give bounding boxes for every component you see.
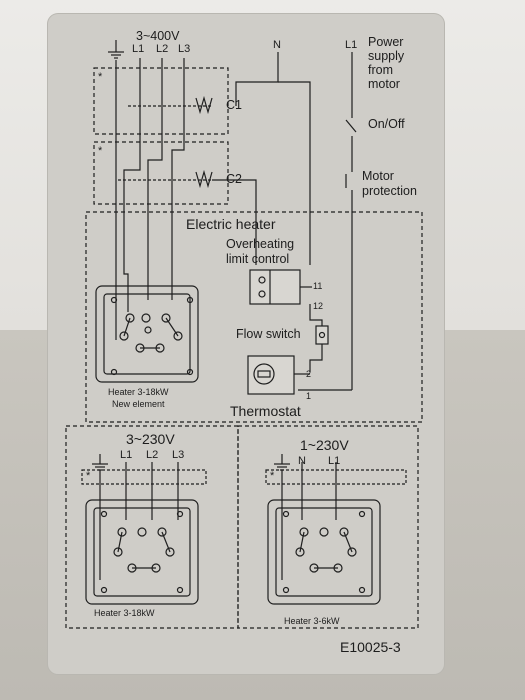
flow-switch-device: [309, 304, 329, 372]
wiring-label-sheet: [48, 14, 444, 674]
electric-heater-label: Electric heater: [186, 216, 276, 232]
wires-to-heater: [115, 60, 257, 340]
control-line-l1: [298, 52, 357, 391]
contactor-c1-box: [93, 67, 229, 135]
overheating-line-1: Overheating: [226, 237, 295, 251]
on-off-label: On/Off: [368, 117, 405, 131]
heater-new-line-1: Heater 3-18kW: [108, 387, 169, 397]
terminal-12-label: 12: [313, 301, 324, 311]
power-supply-line-2: supply: [368, 49, 405, 63]
heater-new-line-2: New element: [112, 399, 165, 409]
bl-heater-label: Heater 3-18kW: [94, 608, 155, 618]
star-note-2: *: [98, 145, 103, 157]
ground-symbol-top: [108, 40, 124, 59]
neutral-line: [235, 52, 311, 265]
bl-l2-label: L2: [146, 449, 159, 461]
wires-br: [281, 462, 337, 580]
supply-lines-3ph: [139, 58, 185, 100]
part-number: E10025-3: [340, 639, 401, 655]
contactor-c2-box: [93, 141, 229, 205]
motor-protection-line-2: protection: [362, 184, 417, 198]
bl-star-note: *: [86, 470, 91, 482]
overheating-limit-control-device: [249, 269, 312, 305]
power-supply-line-1: Power: [368, 35, 404, 49]
section-3-230v-frame: [65, 425, 239, 629]
heater-element-main: [95, 285, 199, 383]
br-n-label: N: [298, 455, 306, 467]
contactor-c1-label: C1: [226, 98, 242, 112]
l3-label: L3: [178, 43, 191, 55]
electric-heater-frame: [85, 211, 423, 423]
terminal-2-label: 2: [306, 369, 312, 379]
l1-label: L1: [132, 43, 145, 55]
wires-bl: [99, 462, 179, 580]
overheating-line-2: limit control: [226, 252, 290, 266]
br-l1-label: L1: [328, 455, 341, 467]
bl-l3-label: L3: [172, 449, 185, 461]
contactor-c2-contacts: [118, 169, 213, 189]
control-l1-label: L1: [345, 39, 358, 51]
br-heater-label: Heater 3-6kW: [284, 616, 340, 626]
neutral-label: N: [273, 39, 281, 51]
star-note-1: *: [98, 71, 103, 83]
flow-switch-label: Flow switch: [236, 327, 301, 341]
thermostat-label: Thermostat: [230, 403, 301, 419]
l2-label: L2: [156, 43, 169, 55]
br-star-note: *: [270, 470, 275, 482]
ground-symbol-br: [274, 454, 290, 471]
ground-symbol-bl: [92, 454, 108, 471]
supply-3ph-label: 3~400V: [136, 29, 180, 43]
terminal-box-bl: [81, 469, 207, 485]
terminal-11-label: 11: [313, 281, 323, 291]
bl-supply-label: 3~230V: [126, 431, 175, 447]
power-supply-line-4: motor: [368, 77, 400, 91]
motor-protection-line-1: Motor: [362, 169, 394, 183]
section-1-230v-frame: [237, 425, 419, 629]
contactor-c1-contacts: [128, 95, 213, 115]
terminal-1-label: 1: [306, 391, 312, 401]
thermostat-device: [247, 355, 310, 395]
contactor-c2-label: C2: [226, 172, 242, 186]
br-supply-label: 1~230V: [300, 437, 349, 453]
heater-element-bl: [85, 499, 199, 605]
heater-element-br: [267, 499, 381, 605]
bl-l1-label: L1: [120, 449, 133, 461]
power-supply-line-3: from: [368, 63, 393, 77]
